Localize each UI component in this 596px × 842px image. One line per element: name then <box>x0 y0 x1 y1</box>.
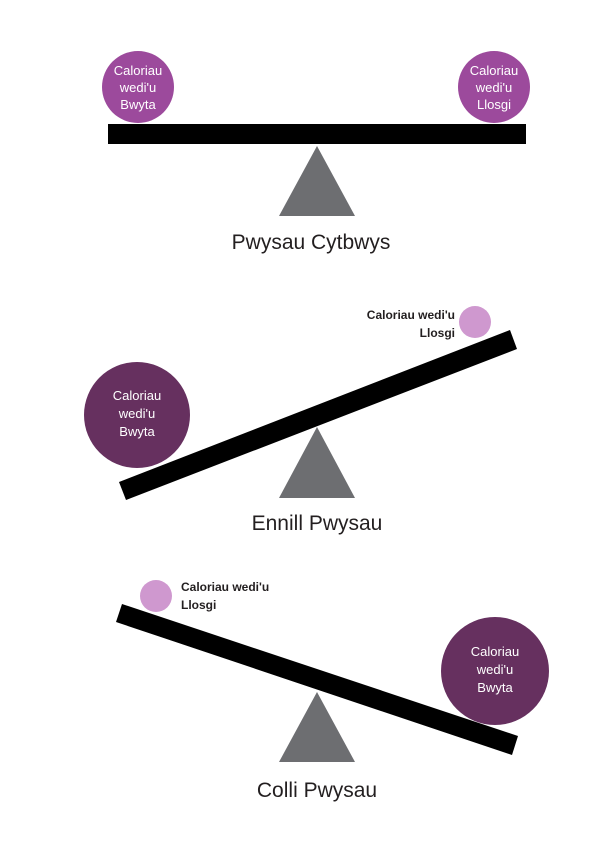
scale-caption: Ennill Pwysau <box>252 512 383 535</box>
scale-weight-loss: Caloriau wedi'u Llosgi Caloriau wedi'u B… <box>116 580 549 802</box>
calories-burned-ball: Caloriau wedi'u Llosgi <box>367 306 491 340</box>
pivot-triangle <box>279 692 355 762</box>
ball-circle <box>459 306 491 338</box>
ball-circle <box>140 580 172 612</box>
seesaw-beam <box>119 330 517 500</box>
ball-circle <box>441 617 549 725</box>
ball-side-label-line: Llosgi <box>420 326 455 340</box>
ball-label-line: Caloriau <box>470 63 518 78</box>
calories-eaten-ball: Caloriau wedi'u Bwyta <box>441 617 549 725</box>
ball-circle <box>84 362 190 468</box>
seesaw-beam <box>116 604 518 755</box>
scale-balanced: Caloriau wedi'u Bwyta Caloriau wedi'u Ll… <box>102 51 530 254</box>
scale-caption: Pwysau Cytbwys <box>232 231 391 254</box>
ball-label-line: Caloriau <box>113 388 161 403</box>
calories-burned-ball: Caloriau wedi'u Llosgi <box>458 51 530 123</box>
ball-label-line: Bwyta <box>119 424 155 439</box>
calories-burned-ball: Caloriau wedi'u Llosgi <box>140 580 269 612</box>
ball-label-line: wedi'u <box>476 662 513 677</box>
scale-weight-gain: Caloriau wedi'u Bwyta Caloriau wedi'u Ll… <box>84 306 517 535</box>
calories-eaten-ball: Caloriau wedi'u Bwyta <box>102 51 174 123</box>
seesaw-beam <box>108 124 526 144</box>
ball-label-line: wedi'u <box>119 80 156 95</box>
ball-label-line: wedi'u <box>118 406 155 421</box>
pivot-triangle <box>279 427 355 498</box>
ball-side-label-line: Llosgi <box>181 598 216 612</box>
scale-caption: Colli Pwysau <box>257 779 377 802</box>
ball-label-line: Bwyta <box>477 680 513 695</box>
ball-label-line: wedi'u <box>475 80 512 95</box>
ball-side-label-line: Caloriau wedi'u <box>181 580 269 594</box>
ball-circle <box>458 51 530 123</box>
ball-label-line: Caloriau <box>114 63 162 78</box>
ball-label-line: Caloriau <box>471 644 519 659</box>
ball-label-line: Bwyta <box>120 97 156 112</box>
ball-side-label-line: Caloriau wedi'u <box>367 308 455 322</box>
ball-label-line: Llosgi <box>477 97 511 112</box>
ball-circle <box>102 51 174 123</box>
calories-eaten-ball: Caloriau wedi'u Bwyta <box>84 362 190 468</box>
pivot-triangle <box>279 146 355 216</box>
